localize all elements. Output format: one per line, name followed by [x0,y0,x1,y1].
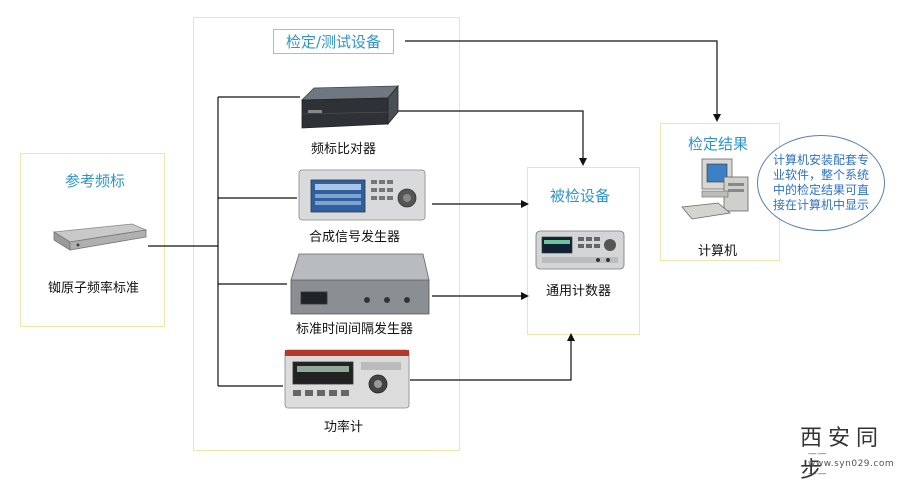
watermark-url: ——www.syn029.com—— [808,449,895,479]
time-interval-generator-image [290,253,430,315]
reference-group-title: 参考频标 [65,172,126,190]
wire-power-meter-to-dut [410,339,572,381]
computer-image [681,158,749,220]
power-meter-image [284,349,410,409]
result-group-title: 检定结果 [688,135,749,153]
time-interval-generator-label: 标准时间间隔发生器 [296,322,414,337]
dut-group-box [527,167,640,335]
power-meter-label: 功率计 [324,420,364,435]
universal-counter-image [535,230,625,270]
signal-generator-label: 合成信号发生器 [309,230,401,245]
verification-group-title-text: 检定/测试设备 [286,33,382,51]
reference-group-box [20,153,165,327]
software-callout: 计算机安装配套专业软件，整个系统中的检定结果可直接在计算机中显示 [757,135,885,231]
universal-counter-label: 通用计数器 [546,284,612,299]
connection-wires [148,40,721,387]
wire-comparator-to-dut [397,110,584,160]
rubidium-standard-label: 铷原子频率标准 [48,281,140,296]
wire-title-to-result [405,40,718,116]
dut-group-title: 被检设备 [550,187,611,205]
rubidium-standard-image [52,223,148,251]
frequency-comparator-label: 频标比对器 [311,142,377,157]
computer-label: 计算机 [698,244,738,259]
verification-group-title: 检定/测试设备 [273,29,395,54]
frequency-comparator-image [301,84,399,129]
software-callout-text: 计算机安装配套专业软件，整个系统中的检定结果可直接在计算机中显示 [773,153,870,212]
verification-group-box [193,17,460,451]
signal-generator-image [298,169,426,221]
